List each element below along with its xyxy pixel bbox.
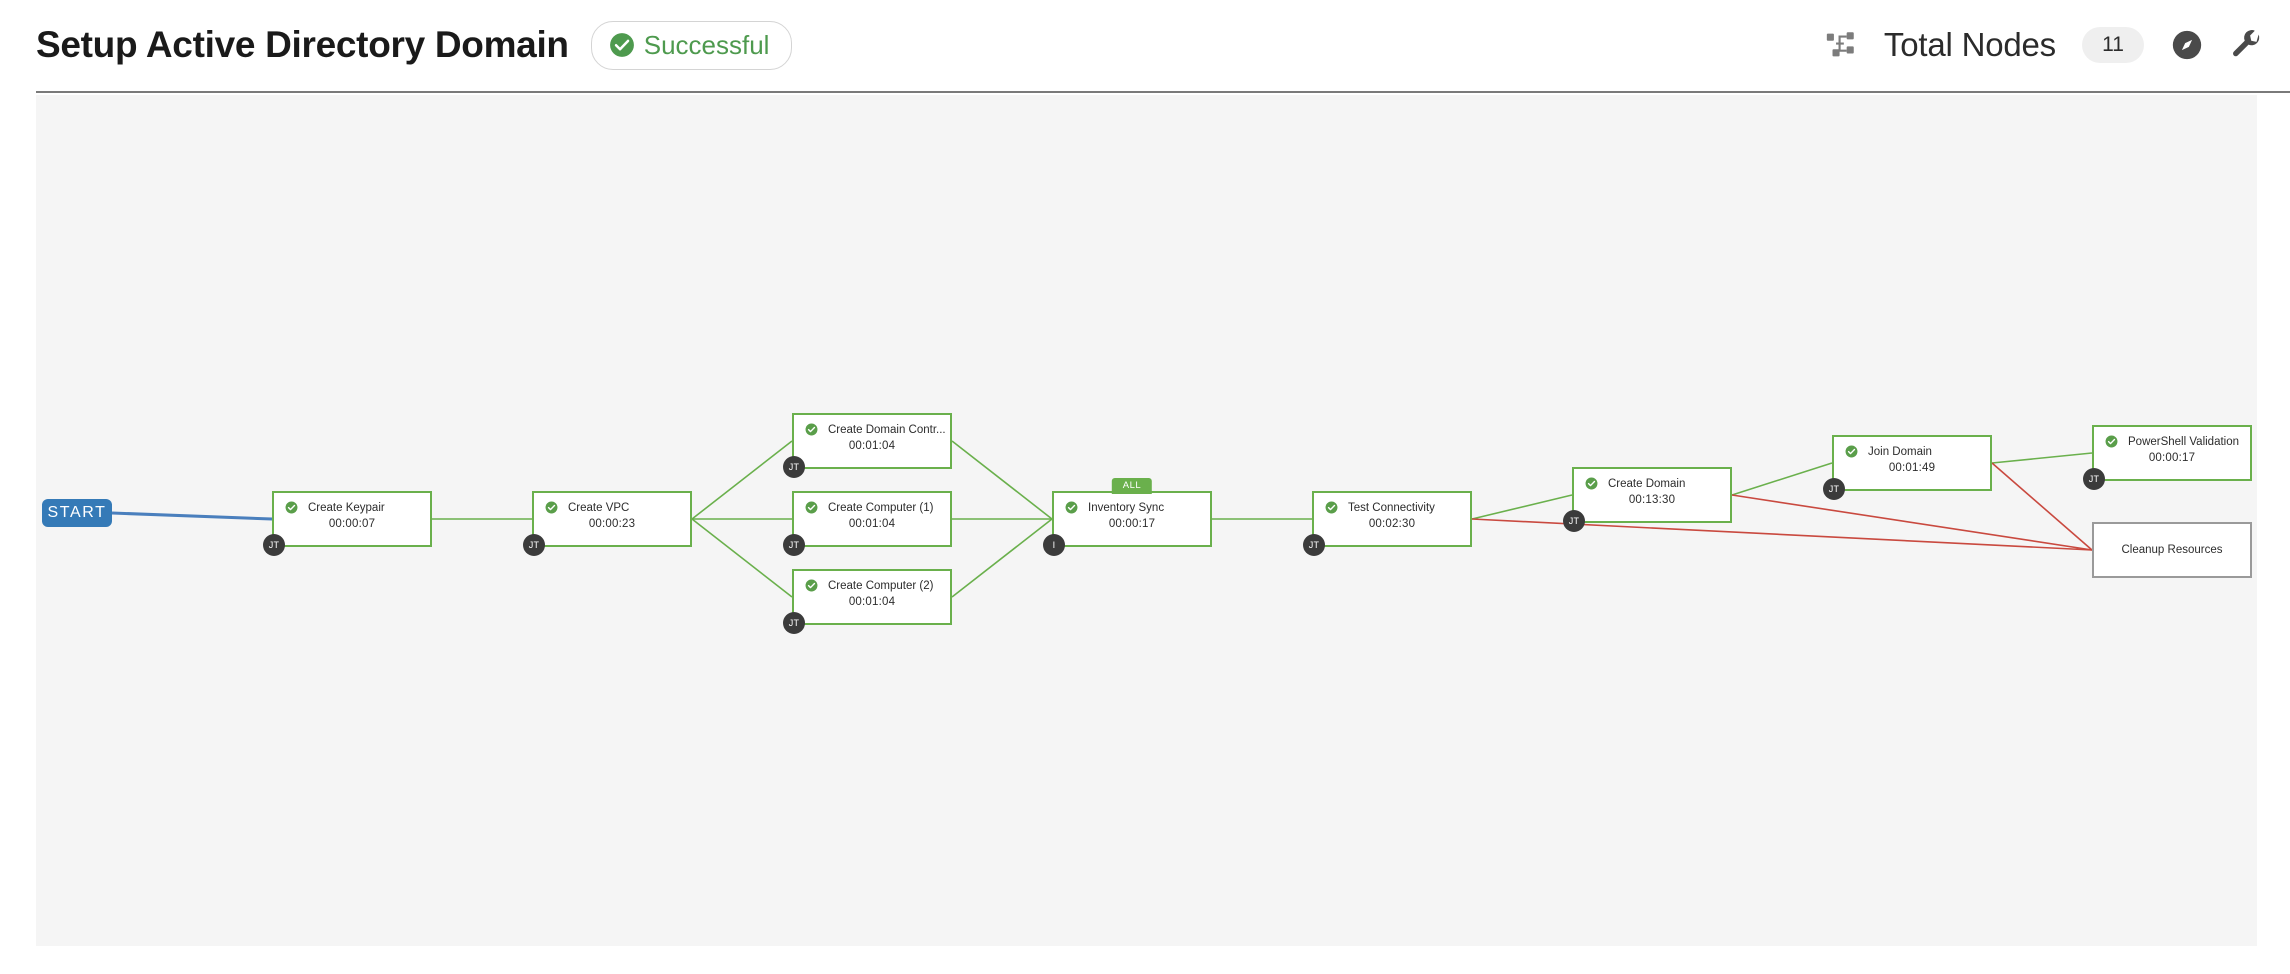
check-circle-icon	[1585, 477, 1598, 490]
node-type-badge[interactable]: JT	[1303, 534, 1325, 556]
node-type-badge[interactable]: JT	[523, 534, 545, 556]
check-circle-icon	[805, 423, 818, 436]
node-elapsed-time: 00:01:04	[848, 518, 896, 530]
edge-createdomain-to-cleanup	[1731, 494, 2093, 551]
node-header: Create Computer (1)	[794, 493, 950, 514]
node-header: Create Domain	[1574, 469, 1730, 490]
node-elapsed-time: 00:02:30	[1368, 518, 1416, 530]
check-circle-icon	[609, 32, 635, 58]
check-circle-icon	[285, 501, 298, 514]
node-convergence-tag: ALL	[1111, 478, 1153, 494]
node-title: Inventory Sync	[1088, 501, 1165, 514]
edge-createdomain-to-joindomain	[1731, 462, 1833, 496]
start-node-label: START	[47, 504, 107, 521]
node-type-badge[interactable]: JT	[1563, 510, 1585, 532]
edge-vpc-to-domaincontr	[691, 440, 793, 520]
workflow-node-start[interactable]: START	[42, 499, 112, 527]
node-type-badge[interactable]: JT	[263, 534, 285, 556]
compass-icon[interactable]	[2170, 28, 2204, 62]
node-elapsed-time: 00:13:30	[1628, 494, 1676, 506]
node-title: Create VPC	[568, 501, 630, 514]
header-right-group: Total Nodes 11	[1824, 0, 2264, 90]
node-title: Test Connectivity	[1348, 501, 1435, 514]
node-elapsed-time: 00:01:49	[1888, 462, 1936, 474]
node-title: Cleanup Resources	[2121, 544, 2223, 556]
check-circle-icon	[805, 579, 818, 592]
node-type-badge[interactable]: JT	[783, 534, 805, 556]
check-circle-icon	[545, 501, 558, 514]
node-header: PowerShell Validation	[2094, 427, 2250, 448]
check-circle-icon	[1065, 501, 1078, 514]
node-type-badge[interactable]: I	[1043, 534, 1065, 556]
status-badge: Successful	[590, 20, 793, 70]
node-type-badge[interactable]: JT	[783, 612, 805, 634]
check-circle-icon	[1325, 501, 1338, 514]
node-type-badge[interactable]: JT	[783, 456, 805, 478]
edge-vpc-to-computer2	[691, 518, 793, 598]
workflow-node-cleanup[interactable]: Cleanup Resources	[2092, 522, 2252, 578]
edge-testconn-to-createdomain	[1471, 494, 1573, 520]
node-header: Join Domain	[1834, 437, 1990, 458]
node-title: Create Domain	[1608, 477, 1686, 490]
page-title: Setup Active Directory Domain	[36, 24, 569, 65]
check-circle-icon	[2105, 435, 2118, 448]
node-header: Test Connectivity	[1314, 493, 1470, 514]
sitemap-icon[interactable]	[1824, 28, 1858, 62]
node-header: Create Domain Contr...	[794, 415, 950, 436]
node-header: Inventory Sync	[1054, 493, 1210, 514]
header-left-group: Setup Active Directory Domain Successful	[36, 0, 793, 90]
node-header: Create Computer (2)	[794, 571, 950, 592]
node-elapsed-time: 00:01:04	[848, 440, 896, 452]
node-title: Create Computer (2)	[828, 579, 934, 592]
node-title: Create Keypair	[308, 501, 385, 514]
node-elapsed-time: 00:00:17	[2148, 452, 2196, 464]
node-header: Create Keypair	[274, 493, 430, 514]
node-elapsed-time: 00:01:04	[848, 596, 896, 608]
node-type-badge[interactable]: JT	[1823, 478, 1845, 500]
node-title: PowerShell Validation	[2128, 435, 2240, 448]
node-header: Create VPC	[534, 493, 690, 514]
node-title: Join Domain	[1868, 445, 1932, 458]
node-elapsed-time: 00:00:17	[1108, 518, 1156, 530]
edge-domaincontr-to-inventory	[951, 440, 1053, 520]
edge-joindomain-to-cleanup	[1991, 462, 2093, 551]
node-title: Create Computer (1)	[828, 501, 934, 514]
node-elapsed-time: 00:00:07	[328, 518, 376, 530]
header-divider	[36, 91, 2290, 93]
total-nodes-label: Total Nodes	[1883, 26, 2056, 63]
total-nodes-count: 11	[2082, 27, 2144, 63]
edge-computer2-to-inventory	[951, 518, 1053, 598]
status-badge-label: Successful	[643, 29, 770, 60]
node-title: Create Domain Contr...	[828, 423, 946, 436]
node-elapsed-time: 00:00:23	[588, 518, 636, 530]
edge-start-to-keypair	[111, 511, 273, 521]
node-type-badge[interactable]: JT	[2083, 468, 2105, 490]
check-circle-icon	[805, 501, 818, 514]
app-header: Setup Active Directory Domain Successful…	[0, 0, 2290, 93]
check-circle-icon	[1845, 445, 1858, 458]
wrench-icon[interactable]	[2230, 28, 2264, 62]
edge-joindomain-to-psvalidation	[1991, 452, 2093, 464]
